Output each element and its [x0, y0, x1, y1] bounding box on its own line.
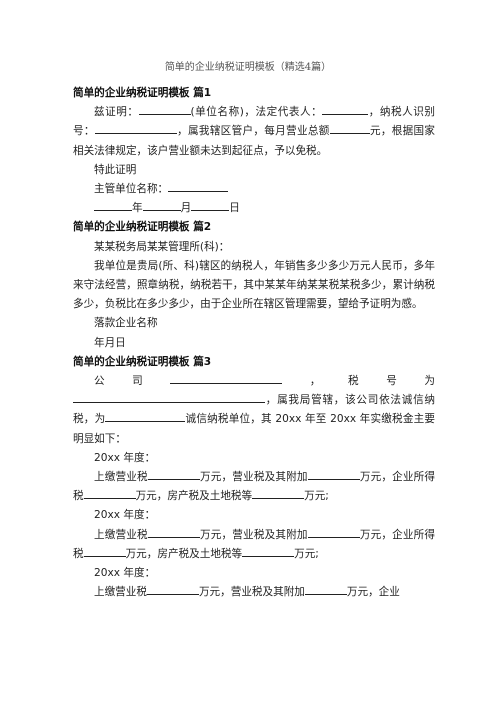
section-heading-1: 简单的企业纳税证明模板 篇1 [73, 87, 212, 99]
document-title: 简单的企业纳税证明模板（精选4篇） [164, 62, 332, 73]
section-3-year-label-1: 20xx 年度： [94, 451, 156, 464]
blank-line [307, 526, 360, 538]
section-3-year-detail-1: 上缴营业税万元，营业税及其附加万元，企业所得税万元，房产税及土地税等万元; [73, 468, 435, 506]
section-2-addressee: 某某税务局某某管理所(科)： [94, 240, 230, 253]
blank-line [252, 487, 305, 500]
blank-line [168, 180, 229, 193]
section-3-year-label-3: 20xx 年度： [94, 567, 156, 580]
section-2-signature: 落款企业名称 [94, 317, 158, 330]
blank-line [191, 199, 230, 212]
section-2-paragraph: 我单位是贵局(所、科)辖区的纳税人，年销售多少多少万元人民币，多年来守法经营，照… [73, 259, 435, 311]
blank-line [147, 468, 200, 481]
blank-line [307, 468, 360, 481]
section-3-year-detail-3: 上缴营业税万元，营业税及其附加万元，企业 [73, 583, 435, 602]
blank-line [322, 103, 369, 116]
blank-line [146, 583, 199, 596]
blank-line [329, 122, 370, 135]
section-1-authority: 主管单位名称： [73, 180, 435, 199]
section-3-year-label-2: 20xx 年度： [94, 509, 156, 522]
blank-line [242, 545, 295, 557]
blank-line [83, 487, 136, 500]
blank-line [94, 199, 132, 212]
section-1-date: 年月日 [73, 199, 435, 218]
blank-line [94, 122, 177, 135]
section-3-paragraph: ，属我局管辖，该公司依法诚信纳税，为诚信纳税单位，其 20xx 年至 20xx … [73, 391, 435, 449]
blank-line [73, 391, 265, 404]
blank-line [142, 199, 181, 212]
section-2-date: 年月日 [94, 336, 126, 349]
section-3-year-detail-2: 上缴营业税万元，营业税及其附加万元，企业所得税万元，房产税及土地税等万元; [73, 526, 435, 564]
blank-line [170, 372, 283, 385]
section-heading-3: 简单的企业纳税证明模板 篇3 [73, 355, 212, 368]
section-1-paragraph: 兹证明：(单位名称)，法定代表人：，纳税人识别号：，属我辖区管户，每月营业总额元… [73, 103, 435, 161]
blank-line [138, 103, 191, 116]
blank-line [105, 410, 186, 423]
blank-line [83, 545, 126, 557]
document-body: 简单的企业纳税证明模板 篇1 兹证明：(单位名称)，法定代表人：，纳税人识别号：… [73, 84, 435, 602]
section-1-closing: 特此证明 [94, 163, 137, 176]
blank-line [304, 583, 347, 596]
blank-line [147, 526, 200, 538]
section-heading-2: 简单的企业纳税证明模板 篇2 [73, 221, 212, 234]
section-3-intro-line: 公 司 ， 税 号 为 [73, 372, 435, 391]
